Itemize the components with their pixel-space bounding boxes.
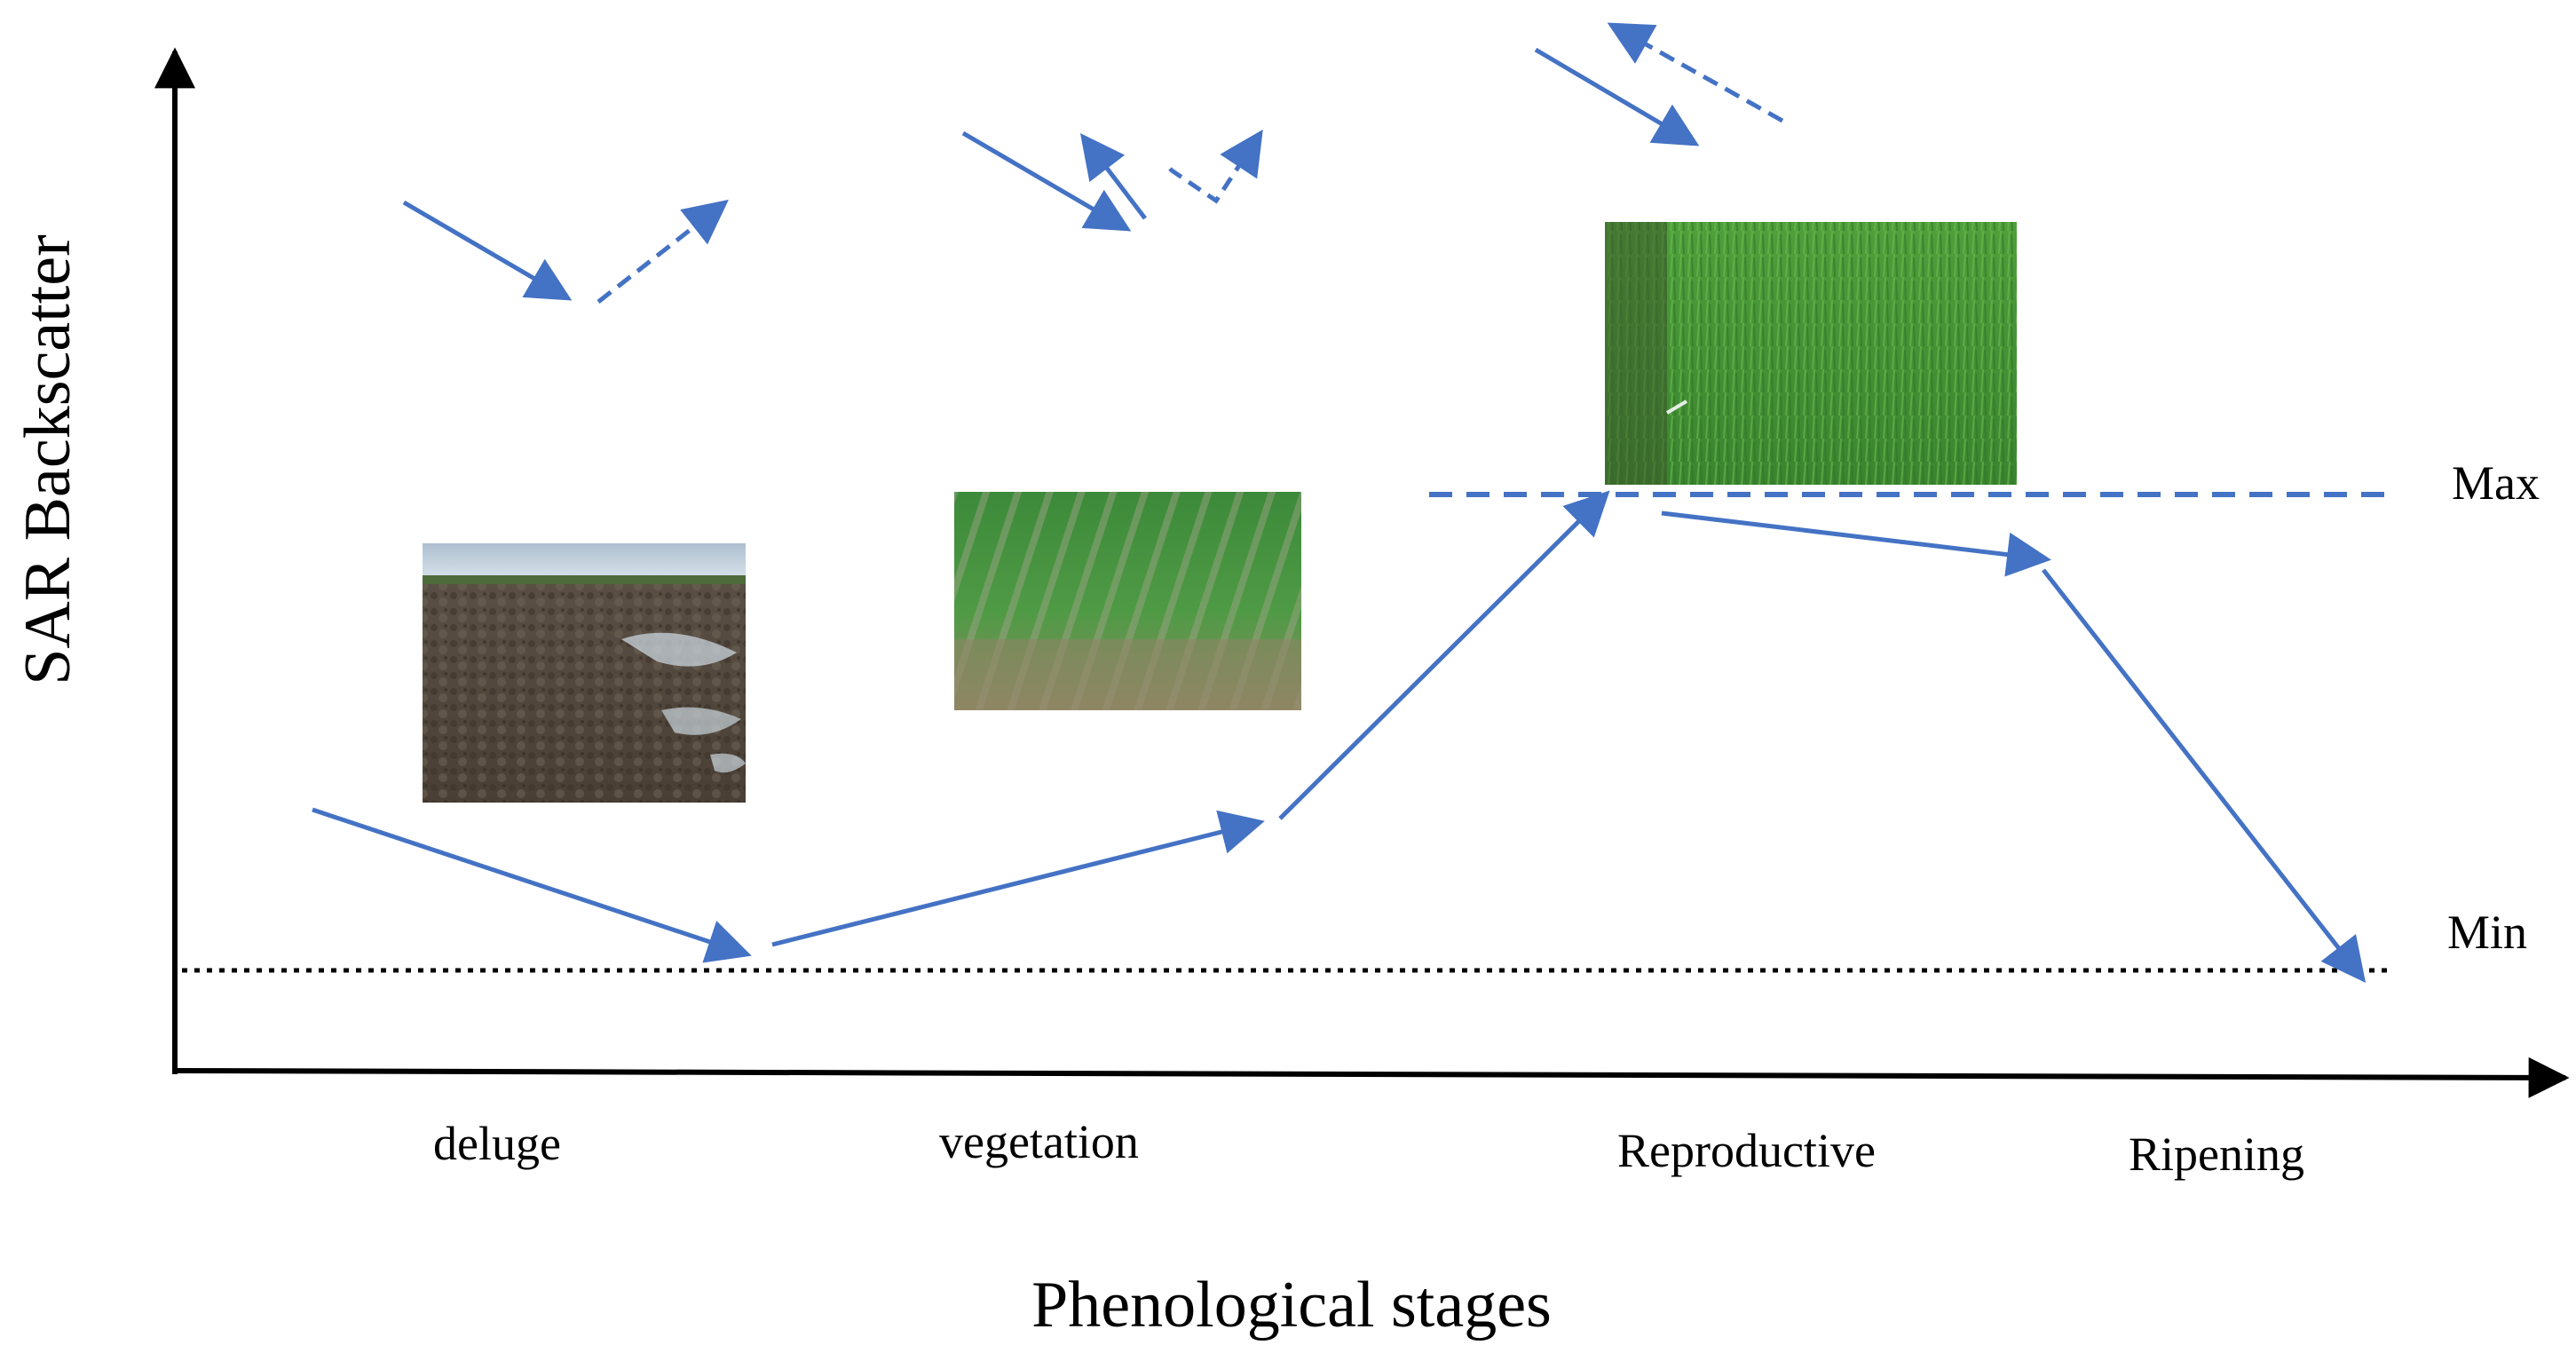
- stage-label-reproductive: Reproductive: [1617, 1124, 1876, 1177]
- backscatter-trajectory: [312, 490, 2367, 983]
- trajectory-arrow-deluge-decline: [312, 807, 752, 963]
- max-label: Max: [2452, 456, 2540, 510]
- photo-deluge: [423, 543, 746, 803]
- scattered-arrow: [597, 199, 729, 304]
- incident-arrow: [961, 131, 1132, 232]
- trajectory-arrow-vegetation-rise: [771, 810, 1265, 947]
- y-axis-title: SAR Backscatter: [12, 234, 84, 685]
- bounce-up-arrow: [1079, 133, 1147, 220]
- trajectory-arrow-reproductive-plateau: [1661, 510, 2051, 577]
- trajectory-arrow-ripening-decline: [2042, 568, 2367, 983]
- photo-vegetation: [954, 492, 1301, 710]
- min-label: Min: [2447, 906, 2527, 959]
- stage-label-deluge: deluge: [433, 1117, 561, 1170]
- scattered-arrow: [1607, 22, 1784, 123]
- stage-label-ripening: Ripening: [2129, 1128, 2304, 1181]
- scattering-deluge: [402, 199, 729, 304]
- incident-arrow: [1534, 47, 1700, 146]
- x-axis: [171, 1056, 2570, 1098]
- double-bounce-path: [1168, 129, 1263, 204]
- scattering-reproductive: [1534, 22, 1784, 146]
- x-axis-title: Phenological stages: [1031, 1269, 1552, 1341]
- scattering-vegetation: [961, 129, 1263, 232]
- incident-arrow: [402, 200, 573, 301]
- trajectory-arrow-reproductive-rise: [1278, 490, 1610, 820]
- photo-reproductive: [1605, 222, 2017, 485]
- stage-label-vegetation: vegetation: [939, 1115, 1139, 1168]
- axes: [154, 47, 2570, 1098]
